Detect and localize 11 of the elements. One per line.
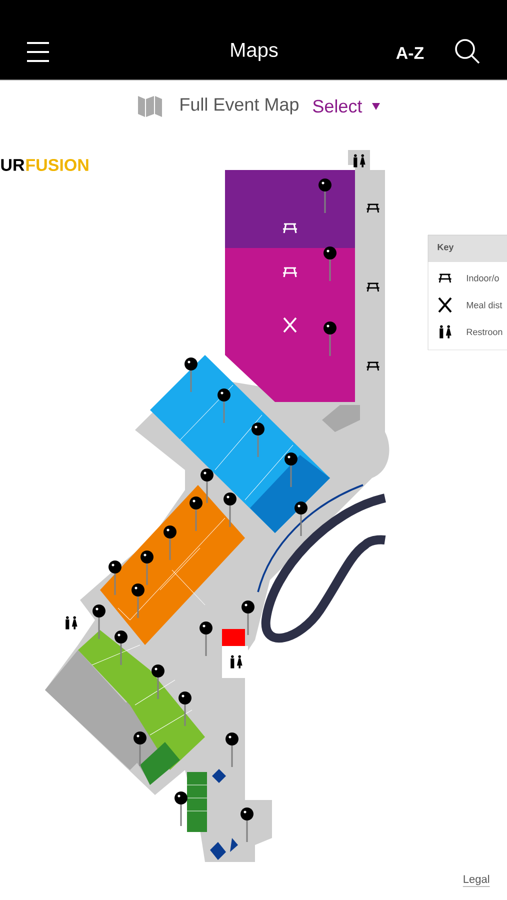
key-entry: Indoor/o: [467, 274, 499, 282]
key-entry: Restroon: [466, 328, 502, 336]
map-name: Full Event Map: [180, 98, 298, 114]
select-dropdown: Select: [313, 99, 380, 113]
event-title: UR: [1, 159, 24, 171]
key-entry: Meal dist: [466, 302, 502, 308]
legal-link: Legal: [462, 874, 490, 887]
key-heading: Key: [438, 244, 454, 252]
az-link: A-Z: [396, 47, 424, 59]
heading: Maps: [231, 43, 278, 61]
event-title: FUSION: [26, 158, 88, 172]
